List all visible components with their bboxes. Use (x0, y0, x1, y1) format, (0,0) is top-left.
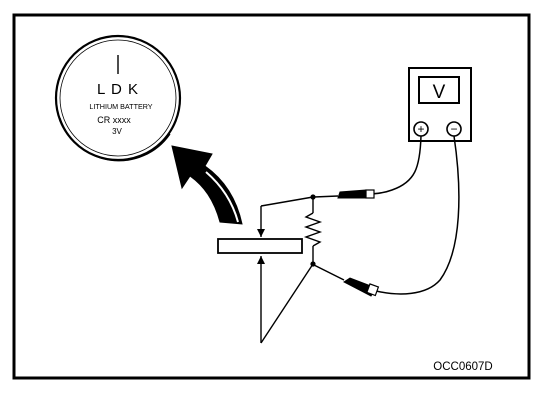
battery-voltage-label: 3V (112, 127, 122, 136)
battery-edge-view (217, 238, 303, 254)
curved-arrow (171, 145, 243, 225)
svg-text:+: + (417, 122, 424, 136)
voltmeter-unit: V (433, 82, 446, 103)
svg-text:−: − (450, 122, 457, 136)
negative-terminal: − (446, 121, 462, 137)
battery-type-label: LITHIUM BATTERY (89, 102, 152, 111)
battery-brand: L D K (97, 81, 139, 98)
negative-lead (313, 135, 460, 297)
positive-terminal: + (413, 121, 429, 137)
battery-model-label: CR xxxx (97, 115, 131, 125)
resistor (303, 212, 323, 247)
figure-frame (12, 13, 531, 380)
positive-lead (313, 135, 422, 199)
voltmeter-display (418, 76, 460, 104)
voltmeter: V + − (408, 67, 472, 142)
figure-code: OCC0607D (433, 361, 492, 373)
load-circuit (257, 194, 323, 344)
coin-battery: L D K LITHIUM BATTERY CR xxxx 3V (54, 34, 182, 162)
